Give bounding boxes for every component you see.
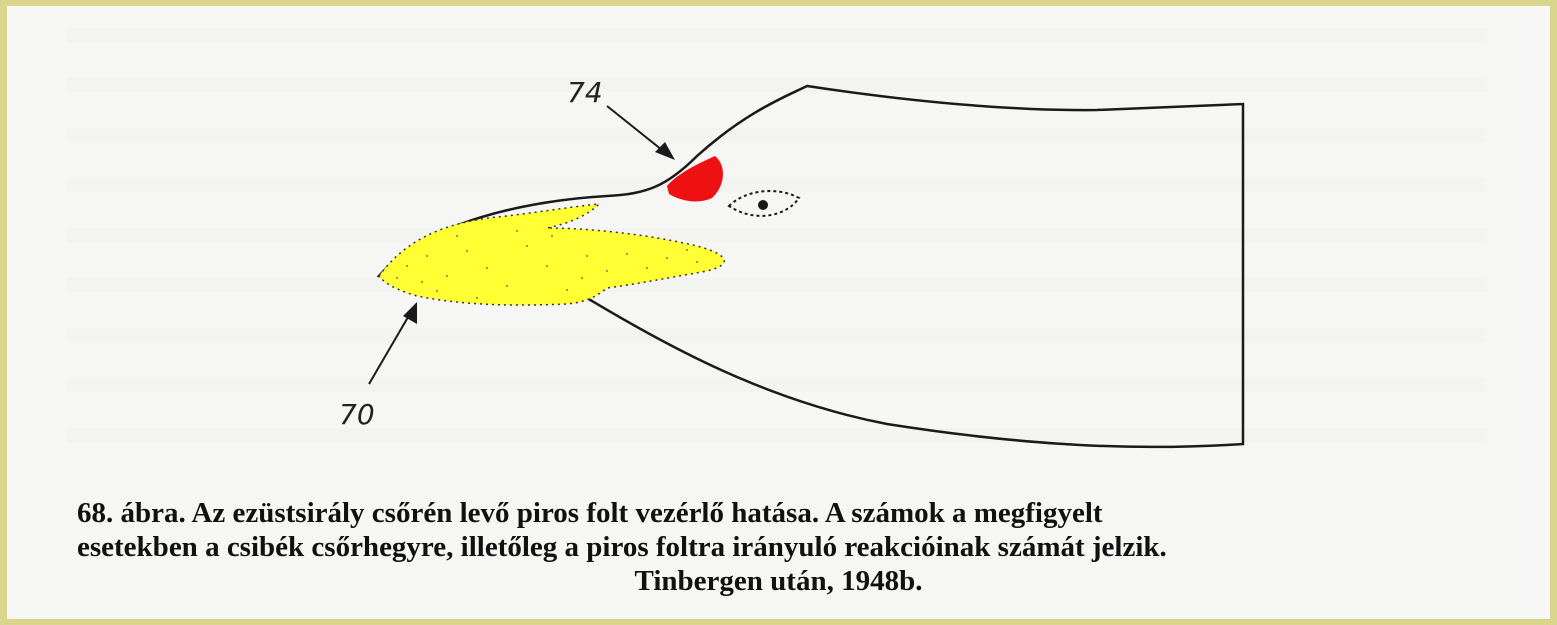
caption-line-1: 68. ábra. Az ezüstsirály csőrén levő pir… [7, 496, 1550, 530]
figure-caption: 68. ábra. Az ezüstsirály csőrén levő pir… [7, 496, 1550, 598]
arrow-70 [369, 302, 417, 384]
red-spot [667, 156, 723, 201]
caption-line-3: Tinbergen után, 1948b. [7, 564, 1550, 598]
label-70: 70 [339, 398, 375, 431]
caption-line-2: esetekben a csibék csőrhegyre, illetőleg… [7, 530, 1550, 564]
gull-eye [729, 191, 799, 216]
bleed-through-text [67, 28, 1487, 442]
paper-sheet: 74 70 68. ábra. Az ezüstsirály csőrén le… [7, 6, 1550, 619]
label-74: 74 [567, 76, 603, 109]
